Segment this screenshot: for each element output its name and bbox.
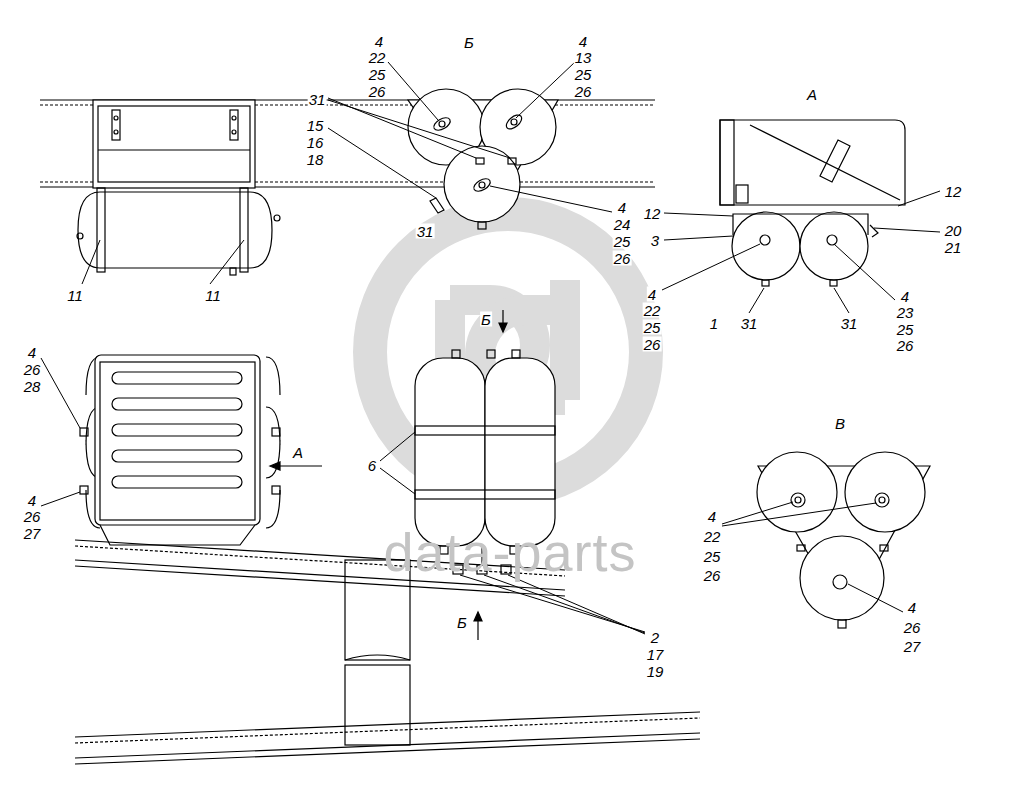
callout-number: 22 [368,50,387,65]
callout-number: 25 [643,320,662,335]
callout-number: 4 [578,34,588,49]
callout-number: 4 [617,200,627,215]
callout-number: 31 [416,224,435,239]
callout-number: 31 [740,316,759,331]
callout-number: 4 [707,509,717,524]
view-letter: В [834,416,846,431]
watermark: data-parts [382,525,637,579]
callout-number: 26 [903,620,922,635]
callout-number: 12 [643,206,662,221]
view-arrows [270,310,507,640]
callout-number: 4 [27,345,37,360]
callout-number: 4 [374,34,384,49]
callout-number: 26 [613,251,632,266]
leader-lines [41,62,940,634]
callout-number: 19 [646,664,665,679]
view-a-housing [720,120,905,205]
callout-number: 21 [944,240,963,255]
callout-number: 25 [703,549,722,564]
callout-number: 6 [367,458,377,473]
callout-number: 4 [907,600,917,615]
callout-number: 23 [896,305,915,320]
callout-number: 11 [204,288,222,303]
callout-number: 26 [368,84,387,99]
callout-number: 22 [703,529,722,544]
callout-number: 26 [643,337,662,352]
view-letter: А [806,87,818,102]
callout-number: 4 [27,493,37,508]
callout-number: 26 [896,338,915,353]
view-v-tanks [757,452,930,628]
callout-number: 26 [703,568,722,583]
frame-rail [40,100,655,187]
callout-number: 15 [306,118,325,133]
view-letter: Б [463,35,475,50]
callout-number: 13 [574,50,593,65]
callout-number: 2 [650,630,660,645]
callout-number: 25 [574,67,593,82]
callout-number: 4 [647,287,657,302]
callout-number: 12 [944,184,963,199]
callout-number: 18 [306,152,325,167]
callout-number: 31 [840,316,859,331]
callout-number: 16 [306,135,325,150]
view-b-tanks [408,89,558,229]
callout-number: 25 [896,322,915,337]
callout-number: 25 [368,67,387,82]
callout-number: 22 [643,303,662,318]
callout-number: 20 [944,223,963,238]
receiver-tank [77,188,280,275]
callout-number: 27 [23,526,42,541]
callout-number: 25 [613,234,632,249]
side-view-housing [80,355,280,545]
callout-number: 17 [646,647,665,662]
callout-number: 11 [66,288,84,303]
callout-number: 31 [308,92,327,107]
view-letter: Б [480,312,492,327]
callout-number: 27 [903,639,922,654]
callout-number: 26 [23,362,42,377]
callout-number: 24 [613,217,632,232]
callout-number: 28 [23,379,42,394]
view-letter: А [292,445,304,460]
callout-number: 1 [709,316,719,331]
view-letter: Б [456,615,468,630]
view-a-tanks [732,212,878,286]
callout-number: 26 [23,509,42,524]
callout-number: 3 [650,233,660,248]
callout-number: 26 [574,84,593,99]
bracket [93,100,255,188]
callout-number: 4 [900,289,910,304]
